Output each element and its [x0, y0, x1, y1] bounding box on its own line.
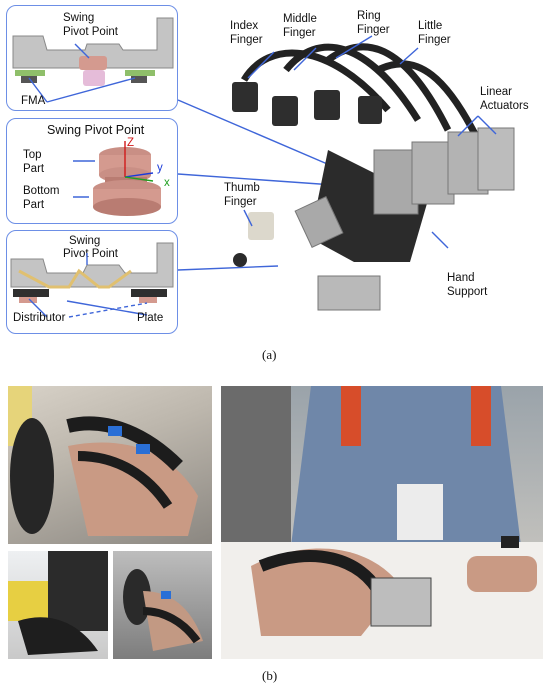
axis-z-label: Z [127, 137, 135, 149]
index-finger-label-2: Finger [230, 34, 263, 46]
bottom-part-label-2: Part [23, 199, 45, 211]
ring-finger-label-2: Finger [357, 24, 390, 36]
fma-detail-panel: Swing Pivot Point FMA [6, 5, 178, 111]
top-part-label-2: Part [23, 163, 45, 175]
axis-x-label: x [164, 177, 170, 189]
swing-label-bottom: Swing [69, 235, 101, 247]
fma-label: FMA [21, 95, 46, 107]
distributor-label: Distributor [13, 312, 66, 324]
caption-b: (b) [262, 668, 278, 683]
swing-pivot-panel: Swing Pivot Point Z y x Top Part Bottom … [6, 118, 178, 224]
linear-actuators-label-1: Linear [480, 86, 512, 98]
pivot-point-label: Pivot Point [63, 26, 118, 38]
little-finger-label-1: Little [418, 20, 443, 32]
hand-support-label-2: Support [447, 286, 488, 298]
plate-label: Plate [137, 312, 164, 324]
index-finger-label-1: Index [230, 20, 259, 32]
exoskeleton-drawing [178, 35, 515, 311]
photo-exhibition-demo [221, 386, 543, 659]
hand-support-label-1: Hand [447, 272, 475, 284]
fma-detail-drawing [12, 17, 174, 103]
little-finger-label-2: Finger [418, 34, 451, 46]
photo-desk-use [8, 551, 108, 659]
swing-pivot-title: Swing Pivot Point [47, 123, 145, 137]
middle-finger-label-2: Finger [283, 27, 316, 39]
linear-actuators-label-2: Actuators [480, 100, 529, 112]
distributor-panel: Swing Pivot Point Distributor Plate [6, 230, 178, 334]
middle-finger-label-1: Middle [283, 13, 317, 25]
swing-label: Swing [63, 12, 95, 24]
thumb-finger-label-1: Thumb [224, 182, 260, 194]
distributor-drawing [10, 242, 174, 318]
pivot-point-label-bottom: Pivot Point [63, 248, 118, 260]
swing-pivot-drawing [73, 141, 161, 216]
thumb-finger-label-2: Finger [224, 196, 257, 208]
caption-a: (a) [262, 347, 277, 362]
top-part-label-1: Top [23, 149, 42, 161]
axis-y-label: y [157, 162, 163, 174]
bottom-part-label-1: Bottom [23, 185, 60, 197]
ring-finger-label-1: Ring [357, 10, 381, 22]
photo-hand-held [113, 551, 212, 659]
photo-demo-closeup [8, 386, 212, 544]
